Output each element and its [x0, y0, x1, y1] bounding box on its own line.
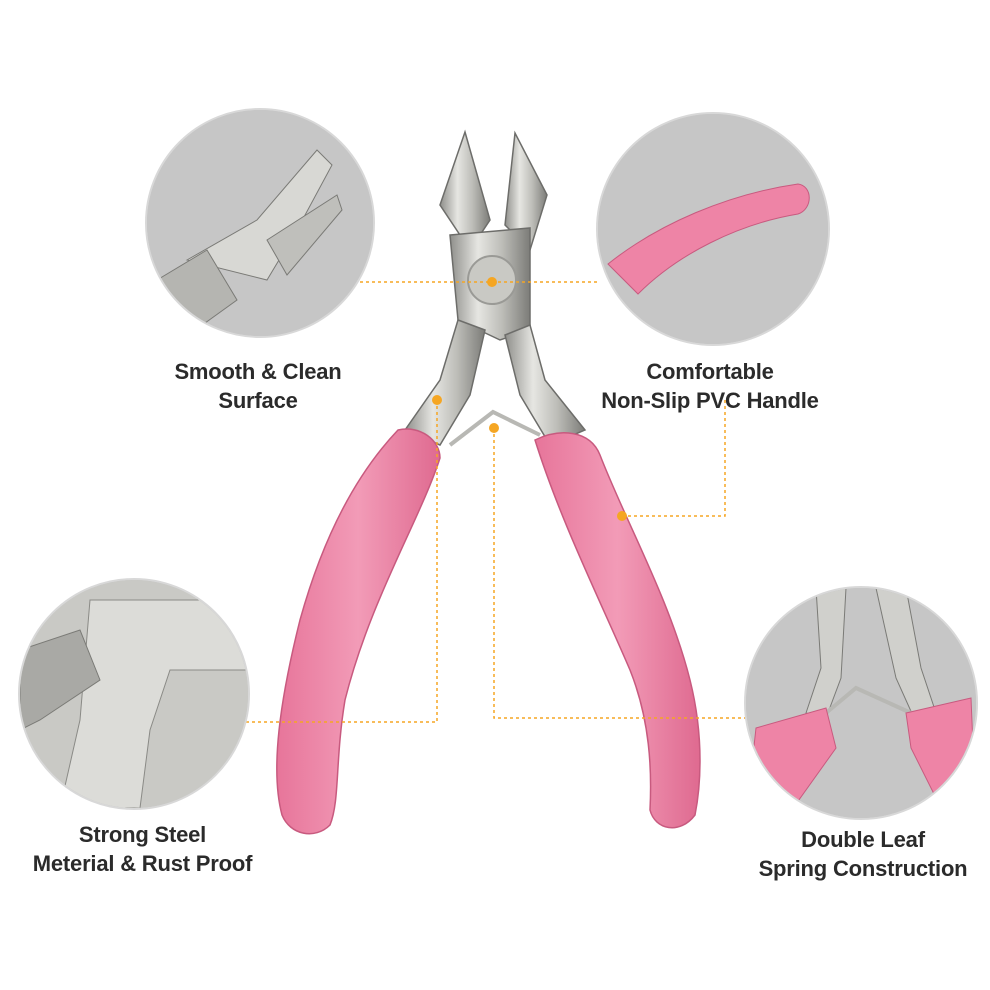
- feature-label-line: Comfortable: [646, 359, 774, 384]
- callout-lines: [245, 281, 745, 723]
- feature-label-line: Surface: [218, 388, 298, 413]
- feature-label-line: Double Leaf: [801, 827, 925, 852]
- detail-circle-steel: [18, 578, 250, 810]
- leaf-spring: [448, 409, 541, 447]
- handle-closeup-illustration: [598, 114, 828, 344]
- steel-closeup-illustration: [20, 580, 248, 808]
- detail-circle-spring: [744, 586, 978, 820]
- detail-circle-handle: [596, 112, 830, 346]
- spring-closeup-illustration: [746, 588, 976, 818]
- left-arm: [403, 319, 486, 446]
- left-handle: [276, 428, 441, 835]
- feature-label-line: Meterial & Rust Proof: [32, 851, 253, 876]
- jaw-closeup-illustration: [147, 110, 373, 336]
- feature-label-smooth-surface: Smooth & Clean Surface: [158, 357, 358, 415]
- feature-label-line: Smooth & Clean: [174, 359, 342, 384]
- feature-label-line: Spring Construction: [758, 856, 968, 881]
- right-handle: [534, 432, 701, 829]
- feature-label-pvc-handle: Comfortable Non-Slip PVC Handle: [590, 357, 830, 415]
- feature-label-line: Non-Slip PVC Handle: [601, 388, 819, 413]
- feature-label-line: Strong Steel: [78, 822, 207, 847]
- callout-dots: [432, 277, 627, 521]
- detail-circle-jaw: [145, 108, 375, 338]
- feature-label-steel-material: Strong Steel Meterial & Rust Proof: [20, 820, 265, 878]
- feature-label-leaf-spring: Double Leaf Spring Construction: [748, 825, 978, 883]
- right-arm: [504, 323, 587, 446]
